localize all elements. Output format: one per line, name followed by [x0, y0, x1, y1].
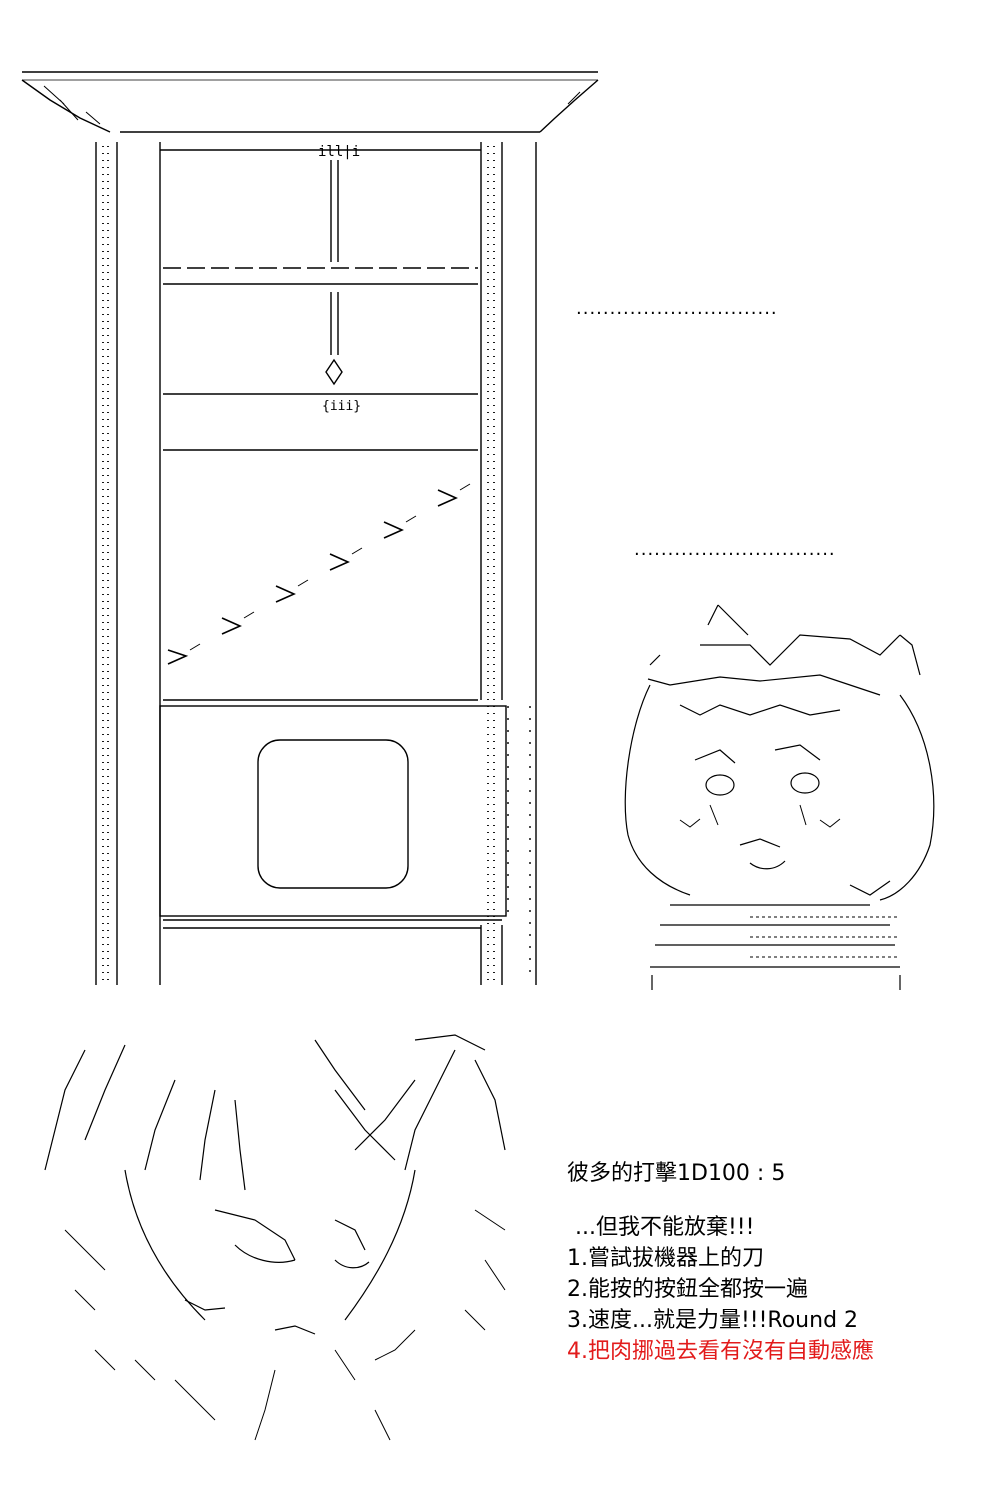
ellipsis-upper: .............................. — [576, 298, 778, 319]
dice-roll-result: 彼多的打擊1D100 : 5 — [567, 1161, 786, 1186]
worried-character-art — [600, 595, 960, 995]
option-1: 1.嘗試拔機器上的刀 — [567, 1246, 764, 1271]
option-2: 2.能按的按鈕全都按一遍 — [567, 1277, 808, 1302]
ellipsis-lower: .............................. — [634, 539, 836, 560]
svg-text:{iii}: {iii} — [322, 399, 361, 414]
option-3: 3.速度...就是力量!!!Round 2 — [567, 1308, 859, 1333]
option-intro: ...但我不能放棄!!! — [575, 1215, 755, 1240]
choice-list: ...但我不能放棄!!! 1.嘗試拔機器上的刀 2.能按的按鈕全都按一遍 3.速… — [567, 1212, 874, 1367]
guillotine-machine-art: ill|i {iii} — [0, 0, 620, 1000]
option-4: 4.把肉挪過去看有沒有自動感應 — [567, 1339, 874, 1364]
svg-text:ill|i: ill|i — [318, 144, 360, 160]
character-closeup-art — [35, 1030, 555, 1450]
